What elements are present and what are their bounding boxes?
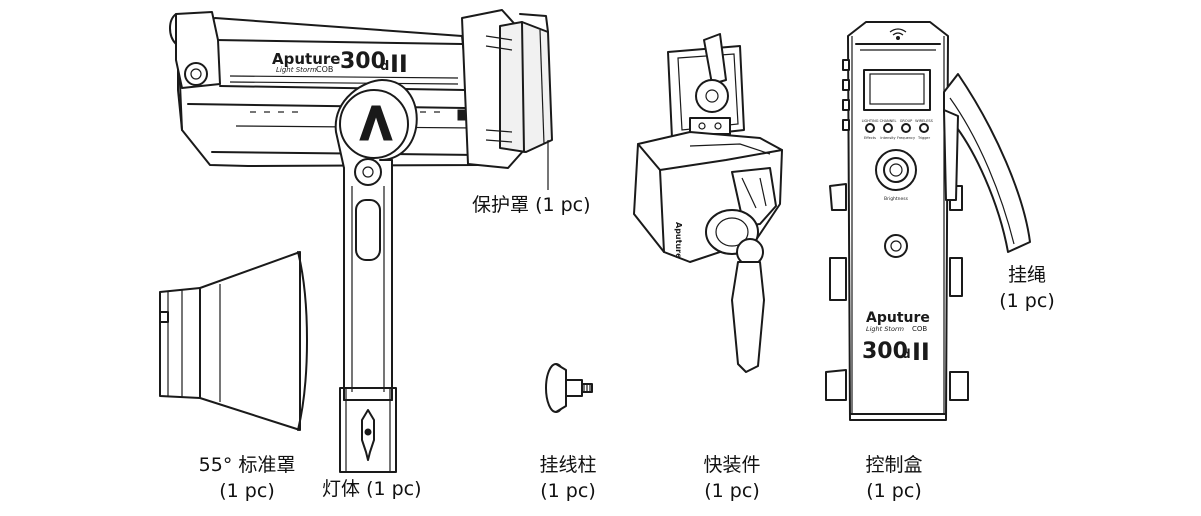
label-control-box-name: 控制盒 bbox=[865, 454, 923, 476]
label-lanyard: 挂绳 (1 pc) bbox=[992, 262, 1062, 314]
label-quick-release: 快装件 (1 pc) bbox=[692, 452, 772, 504]
lanyard bbox=[943, 73, 1031, 253]
label-control-box: 控制盒 (1 pc) bbox=[854, 452, 934, 504]
label-hanging-pin: 挂线柱 (1 pc) bbox=[528, 452, 608, 504]
ctrl-btn-label-2: CHANNEL bbox=[880, 119, 897, 123]
label-lanyard-qty: (1 pc) bbox=[999, 290, 1055, 312]
ctrl-btn-sublabel-1: Effects bbox=[864, 136, 876, 140]
ctrl-btn-sublabel-4: Trigger bbox=[917, 136, 931, 140]
label-control-box-qty: (1 pc) bbox=[866, 480, 922, 502]
hanging-pin bbox=[545, 363, 593, 413]
reflector-55 bbox=[159, 251, 308, 431]
housing-brand: Aputure bbox=[272, 50, 340, 68]
quick-release-brand: Aputure bbox=[674, 222, 683, 259]
label-light-body: 灯体 (1 pc) bbox=[322, 476, 422, 502]
housing-version: II bbox=[390, 50, 408, 78]
housing-cob: COB bbox=[316, 65, 333, 74]
ctrl-model: 300 bbox=[862, 339, 908, 364]
ctrl-btn-label-3: GROUP bbox=[900, 119, 913, 123]
ctrl-suffix: d bbox=[902, 347, 911, 361]
ctrl-btn-sublabel-2: Intensity bbox=[880, 136, 895, 140]
label-reflector-qty: (1 pc) bbox=[219, 480, 275, 502]
label-reflector: 55° 标准罩 (1 pc) bbox=[188, 452, 306, 504]
housing-series: Light Storm bbox=[276, 66, 317, 74]
label-lanyard-name: 挂绳 bbox=[1007, 264, 1046, 286]
label-protective-cover: 保护罩 (1 pc) bbox=[472, 192, 591, 218]
ctrl-version: II bbox=[912, 338, 930, 366]
label-protective-cover-text: 保护罩 (1 pc) bbox=[472, 194, 591, 216]
ctrl-btn-label-1: LIGHTING bbox=[862, 119, 879, 123]
label-light-body-text: 灯体 (1 pc) bbox=[322, 478, 422, 500]
label-hanging-pin-name: 挂线柱 bbox=[539, 454, 597, 476]
quick-release: Aputure bbox=[633, 33, 783, 373]
control-box: LIGHTING CHANNEL GROUP WIRELESS Effects … bbox=[825, 21, 969, 421]
housing-suffix: d bbox=[380, 59, 389, 74]
label-quick-release-qty: (1 pc) bbox=[704, 480, 760, 502]
ctrl-cob: COB bbox=[912, 325, 927, 333]
ctrl-series: Light Storm bbox=[866, 325, 904, 333]
ctrl-btn-label-4: WIRELESS bbox=[915, 119, 934, 123]
label-reflector-name: 55° 标准罩 bbox=[198, 454, 296, 476]
ctrl-btn-sublabel-3: Frequency bbox=[897, 136, 915, 140]
label-hanging-pin-qty: (1 pc) bbox=[540, 480, 596, 502]
label-quick-release-name: 快装件 bbox=[703, 454, 761, 476]
ctrl-knob-label: Brightness bbox=[884, 196, 909, 202]
light-body: Aputure Light Storm COB 300 d II bbox=[169, 9, 553, 473]
housing-model: 300 bbox=[340, 49, 386, 74]
ctrl-brand: Aputure bbox=[866, 310, 930, 326]
